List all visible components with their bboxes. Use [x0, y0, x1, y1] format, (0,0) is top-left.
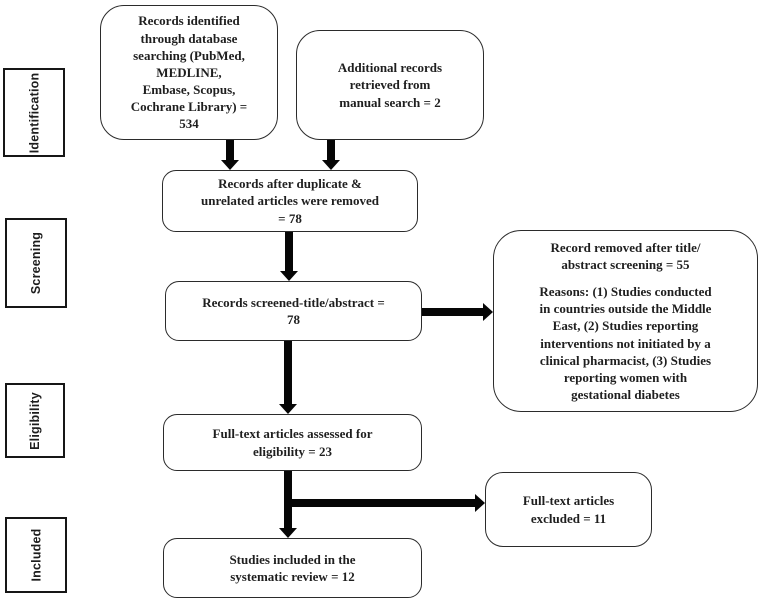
stage-label-included-text: Included [29, 528, 43, 582]
stage-label-eligibility: Eligibility [5, 383, 65, 458]
stage-label-included: Included [5, 517, 67, 593]
box-removed-after-screening-heading: Record removed after title/ abstract scr… [550, 239, 701, 272]
arrow-fulltext-to-included-head [279, 528, 297, 538]
box-studies-included: Studies included in the systematic revie… [163, 538, 422, 598]
box-records-database-search: Records identified through database sear… [100, 5, 278, 140]
stage-label-identification-text: Identification [27, 72, 42, 153]
box-after-duplicates-removed: Records after duplicate & unrelated arti… [162, 170, 418, 232]
box-after-duplicates-removed-text: Records after duplicate & unrelated arti… [201, 176, 379, 226]
box-fulltext-assessed: Full-text articles assessed for eligibil… [163, 414, 422, 471]
box-records-database-search-text: Records identified through database sear… [130, 13, 248, 132]
arrow-branch-to-excluded-line [284, 499, 475, 507]
box-fulltext-excluded-text: Full-text articles excluded = 11 [522, 493, 615, 526]
stage-label-identification: Identification [3, 68, 65, 157]
stage-label-screening: Screening [5, 218, 67, 308]
arrow-screened-to-fulltext-line [284, 341, 292, 405]
arrow-branch-to-excluded-head [475, 494, 485, 512]
arrow-manual-to-dedup-line [327, 140, 335, 161]
arrow-db-to-dedup-head [221, 160, 239, 170]
arrow-screened-to-removed-line [422, 308, 483, 316]
arrow-screened-to-removed-head [483, 303, 493, 321]
box-studies-included-text: Studies included in the systematic revie… [229, 551, 356, 584]
arrow-dedup-to-screened-line [285, 232, 293, 272]
arrow-manual-to-dedup-head [322, 160, 340, 170]
stage-label-screening-text: Screening [29, 231, 43, 295]
box-records-screened: Records screened-title/abstract = 78 [165, 281, 422, 341]
box-fulltext-excluded: Full-text articles excluded = 11 [485, 472, 652, 547]
box-fulltext-assessed-text: Full-text articles assessed for eligibil… [212, 426, 373, 459]
box-removed-after-screening: Record removed after title/ abstract scr… [493, 230, 758, 412]
box-records-screened-text: Records screened-title/abstract = 78 [202, 294, 385, 327]
box-removed-after-screening-reasons: Reasons: (1) Studies conducted in countr… [539, 284, 712, 403]
arrow-screened-to-fulltext-head [279, 404, 297, 414]
stage-label-eligibility-text: Eligibility [28, 391, 43, 450]
arrow-db-to-dedup-line [226, 140, 234, 161]
box-additional-records: Additional records retrieved from manual… [296, 30, 484, 140]
box-additional-records-text: Additional records retrieved from manual… [337, 60, 443, 110]
arrow-dedup-to-screened-head [280, 271, 298, 281]
